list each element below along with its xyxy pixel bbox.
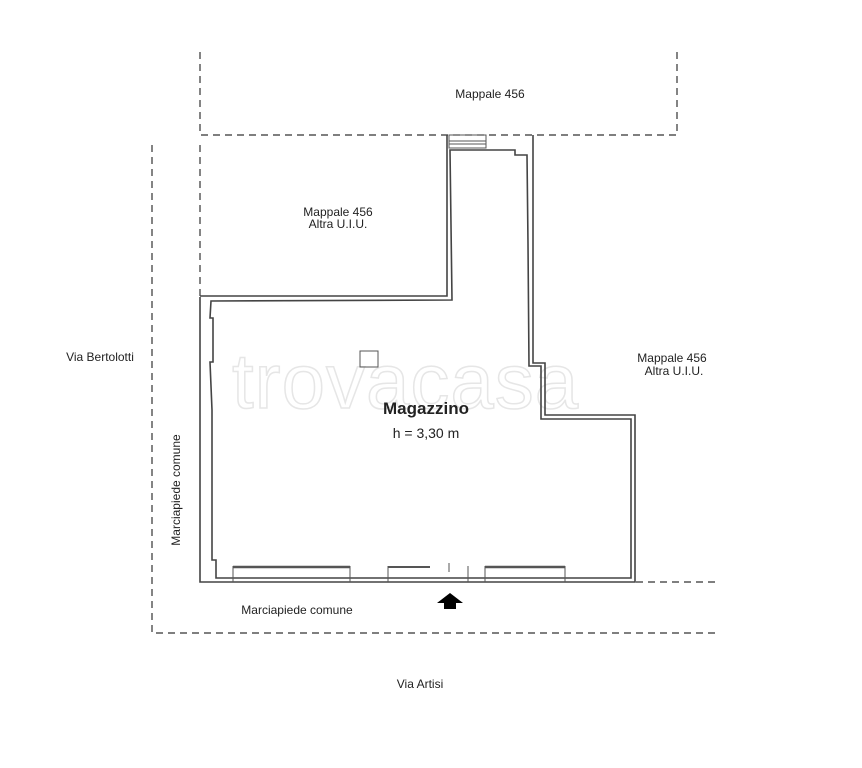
outer-wall <box>199 135 636 583</box>
top-parcel-label: Mappale 456 <box>455 87 525 101</box>
sidewalk-south-label: Marciapiede comune <box>241 603 353 617</box>
inner-wall <box>209 149 632 579</box>
left-parcel-sublabel: Altra U.I.U. <box>309 217 368 231</box>
street-west-label: Via Bertolotti <box>66 350 134 364</box>
left-parcel-label: Mappale 456 <box>303 205 373 219</box>
parcel-boundaries <box>151 52 717 634</box>
right-parcel-label: Mappale 456 <box>637 351 707 365</box>
top-opening <box>448 134 487 149</box>
storefront <box>232 563 566 582</box>
entrance-arrow-icon <box>437 593 463 609</box>
room-name: Magazzino <box>383 399 469 418</box>
street-south-label: Via Artisi <box>397 677 443 691</box>
sidewalk-west-label: Marciapiede comune <box>169 434 183 546</box>
watermark: trovacasa <box>232 337 579 425</box>
room-height: h = 3,30 m <box>393 425 460 441</box>
right-parcel-sublabel: Altra U.I.U. <box>645 364 704 378</box>
adjacent-unit-wall <box>200 135 448 297</box>
pillar <box>359 350 379 368</box>
